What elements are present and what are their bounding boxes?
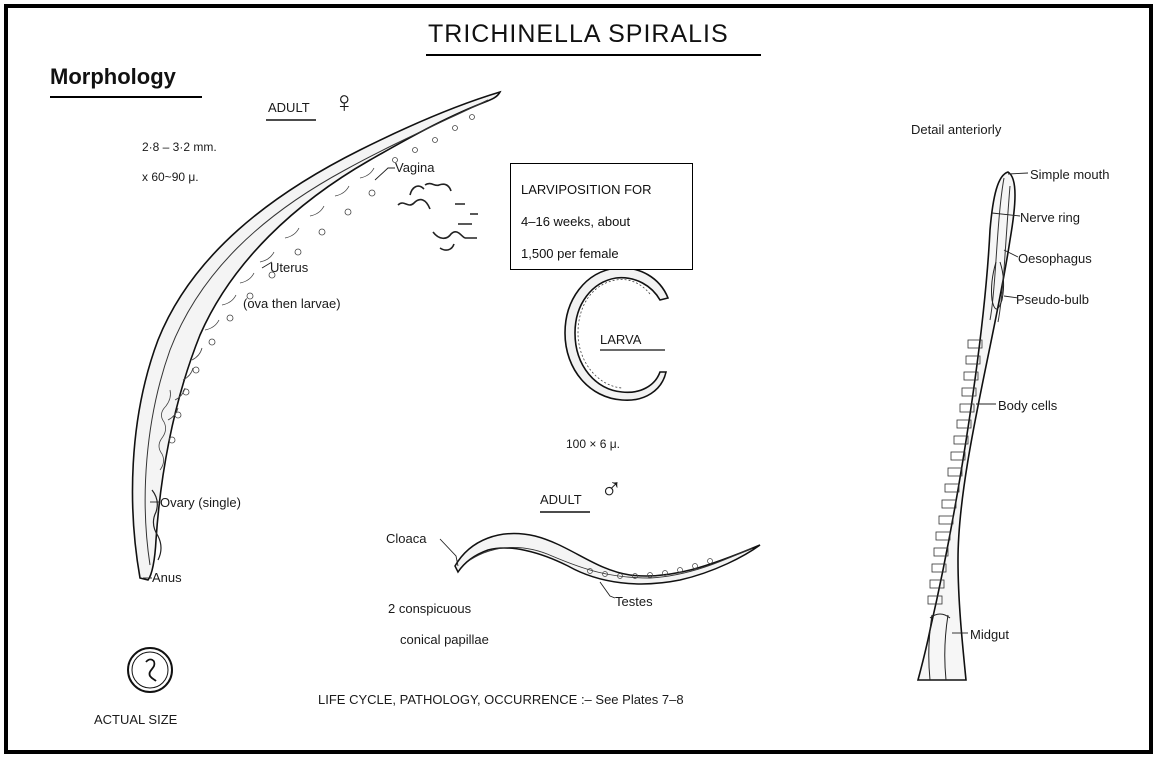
larviposition-line1: LARVIPOSITION FOR bbox=[521, 182, 652, 197]
anterior-detail-heading: Detail anteriorly bbox=[911, 122, 1001, 137]
larvae-squiggles bbox=[398, 184, 478, 250]
larva-size: 100 × 6 μ. bbox=[566, 437, 620, 452]
label-testes: Testes bbox=[615, 594, 653, 609]
label-uterus: Uterus bbox=[270, 260, 308, 275]
label-body-cells: Body cells bbox=[998, 398, 1057, 413]
female-heading: ADULT bbox=[268, 100, 310, 115]
actual-size-circle bbox=[128, 648, 172, 692]
larviposition-line2: 4–16 weeks, about bbox=[521, 214, 630, 229]
label-oesophagus: Oesophagus bbox=[1018, 251, 1092, 266]
label-papillae-line2: conical papillae bbox=[400, 632, 489, 647]
actual-size-label: ACTUAL SIZE bbox=[94, 712, 177, 727]
larva-label: LARVA bbox=[600, 332, 641, 347]
larviposition-line3: 1,500 per female bbox=[521, 246, 619, 261]
larviposition-box: LARVIPOSITION FOR 4–16 weeks, about 1,50… bbox=[510, 163, 693, 270]
label-cloaca: Cloaca bbox=[386, 531, 426, 546]
footer-note: LIFE CYCLE, PATHOLOGY, OCCURRENCE :– See… bbox=[318, 692, 684, 707]
label-vagina: Vagina bbox=[395, 160, 435, 175]
label-uterus-note: (ova then larvae) bbox=[243, 296, 341, 311]
label-ovary: Ovary (single) bbox=[160, 495, 241, 510]
female-size-width: x 60~90 μ. bbox=[142, 170, 199, 185]
label-anus: Anus bbox=[152, 570, 182, 585]
male-symbol: ♂ bbox=[600, 473, 623, 507]
section-heading: Morphology bbox=[50, 64, 176, 90]
anterior-detail-drawing bbox=[918, 172, 1028, 680]
label-simple-mouth: Simple mouth bbox=[1030, 167, 1109, 182]
label-pseudo-bulb: Pseudo-bulb bbox=[1016, 292, 1089, 307]
male-worm-drawing bbox=[440, 534, 760, 598]
female-size-length: 2·8 – 3·2 mm. bbox=[142, 140, 217, 155]
page-title: TRICHINELLA SPIRALIS bbox=[428, 20, 729, 49]
male-heading: ADULT bbox=[540, 492, 582, 507]
label-nerve-ring: Nerve ring bbox=[1020, 210, 1080, 225]
title-underline bbox=[426, 54, 761, 56]
female-symbol: ♀ bbox=[333, 86, 356, 120]
label-papillae-line1: 2 conspicuous bbox=[388, 601, 471, 616]
label-midgut: Midgut bbox=[970, 627, 1009, 642]
section-heading-underline bbox=[50, 96, 202, 98]
